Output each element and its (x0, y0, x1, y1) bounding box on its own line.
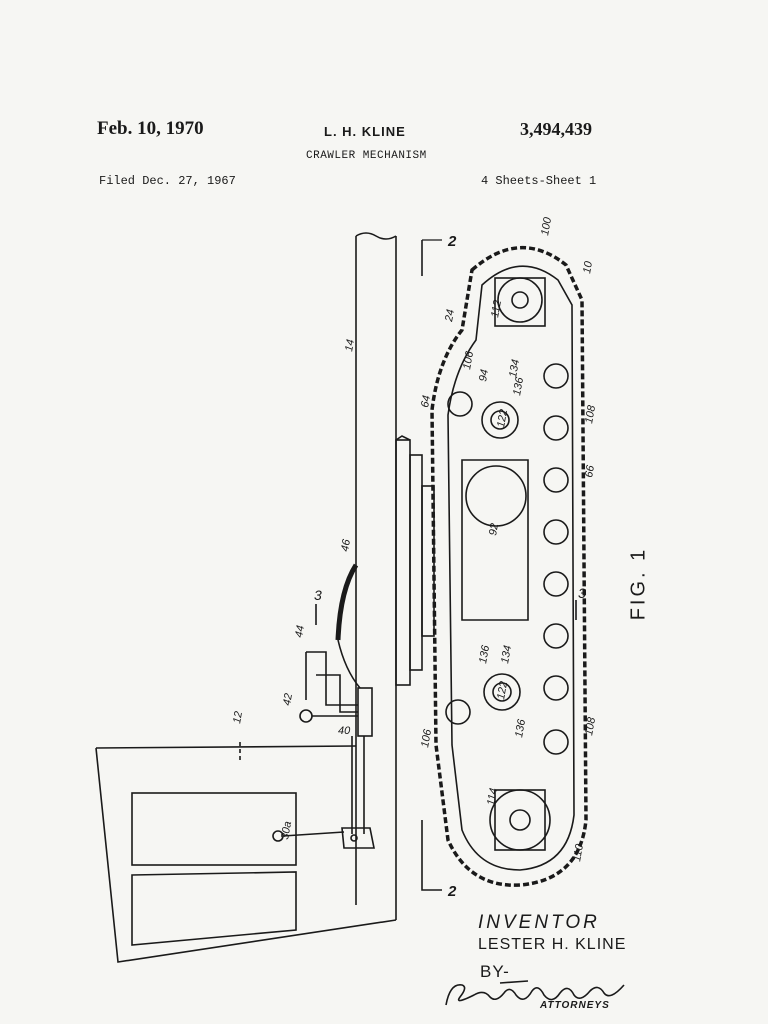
patent-title: CRAWLER MECHANISM (306, 150, 427, 162)
numeral-114: 114 (485, 787, 500, 806)
attorneys-label: ATTORNEYS (540, 1000, 610, 1011)
patent-number: 3,494,439 (520, 119, 592, 139)
crawler-track (430, 245, 588, 887)
numeral-110: 110 (571, 842, 586, 862)
idler-122-top (481, 401, 519, 439)
turntable-mount (395, 435, 435, 686)
numeral-136-top: 136 (511, 375, 526, 396)
sheet-count: 4 Sheets-Sheet 1 (481, 174, 597, 188)
section-numeral-3-left: 3 (314, 587, 322, 603)
inventor-block: INVENTOR LESTER H. KLINE (478, 912, 626, 954)
numeral-94: 94 (477, 368, 491, 382)
numeral-66: 66 (583, 464, 597, 479)
section-line-2 (421, 239, 442, 891)
numeral-46: 46 (339, 538, 353, 553)
inventor-name: LESTER H. KLINE (478, 936, 627, 953)
filed-date: Filed Dec. 27, 1967 (99, 174, 236, 188)
inventor-label: INVENTOR (478, 912, 600, 933)
numeral-136-bottom: 136 (513, 717, 528, 738)
attorney-signature (445, 980, 625, 1006)
section-numeral-2-bottom: 2 (447, 883, 457, 900)
numeral-136-mid: 136 (477, 643, 492, 664)
numeral-134-mid: 134 (499, 644, 514, 664)
numeral-100: 100 (539, 215, 554, 236)
figure-label: FIG. 1 (627, 546, 650, 621)
numeral-40: 40 (338, 725, 351, 737)
numeral-44: 44 (293, 624, 307, 638)
idler-122-bottom (483, 673, 521, 711)
patent-date: Feb. 10, 1970 (97, 118, 204, 139)
numeral-14: 14 (343, 338, 357, 352)
numeral-122-top: 122 (495, 408, 510, 428)
section-numeral-3-right: 3 (578, 585, 586, 601)
numeral-10: 10 (581, 260, 595, 275)
section-line-3 (315, 600, 577, 625)
hydraulic-hose (335, 563, 361, 689)
control-valve (299, 651, 373, 834)
sprocket-bottom (489, 789, 551, 851)
numeral-24: 24 (443, 308, 457, 323)
cab-body (95, 740, 397, 963)
numeral-108-top: 108 (583, 403, 598, 424)
numeral-42: 42 (281, 692, 295, 706)
by-label: BY- (480, 962, 510, 981)
section-numeral-2-top: 2 (447, 233, 457, 250)
boom-arm (355, 232, 397, 920)
inventor-header: L. H. KLINE (324, 124, 406, 139)
lever-30a (272, 827, 375, 849)
numeral-30a: 30a (279, 820, 294, 840)
numeral-106-bottom: 106 (419, 727, 434, 748)
sprocket-top (494, 277, 546, 327)
drive-wheel-92 (465, 465, 527, 527)
numeral-106-top: 106 (461, 349, 476, 370)
numeral-134-top: 134 (507, 358, 522, 378)
numeral-122-bottom: 122 (495, 680, 510, 700)
numeral-12: 12 (231, 710, 245, 724)
numeral-64: 64 (419, 394, 433, 408)
numeral-92: 92 (487, 522, 501, 536)
road-wheels (445, 363, 569, 755)
numeral-112: 112 (489, 299, 504, 318)
numeral-108-bottom: 108 (583, 715, 598, 736)
